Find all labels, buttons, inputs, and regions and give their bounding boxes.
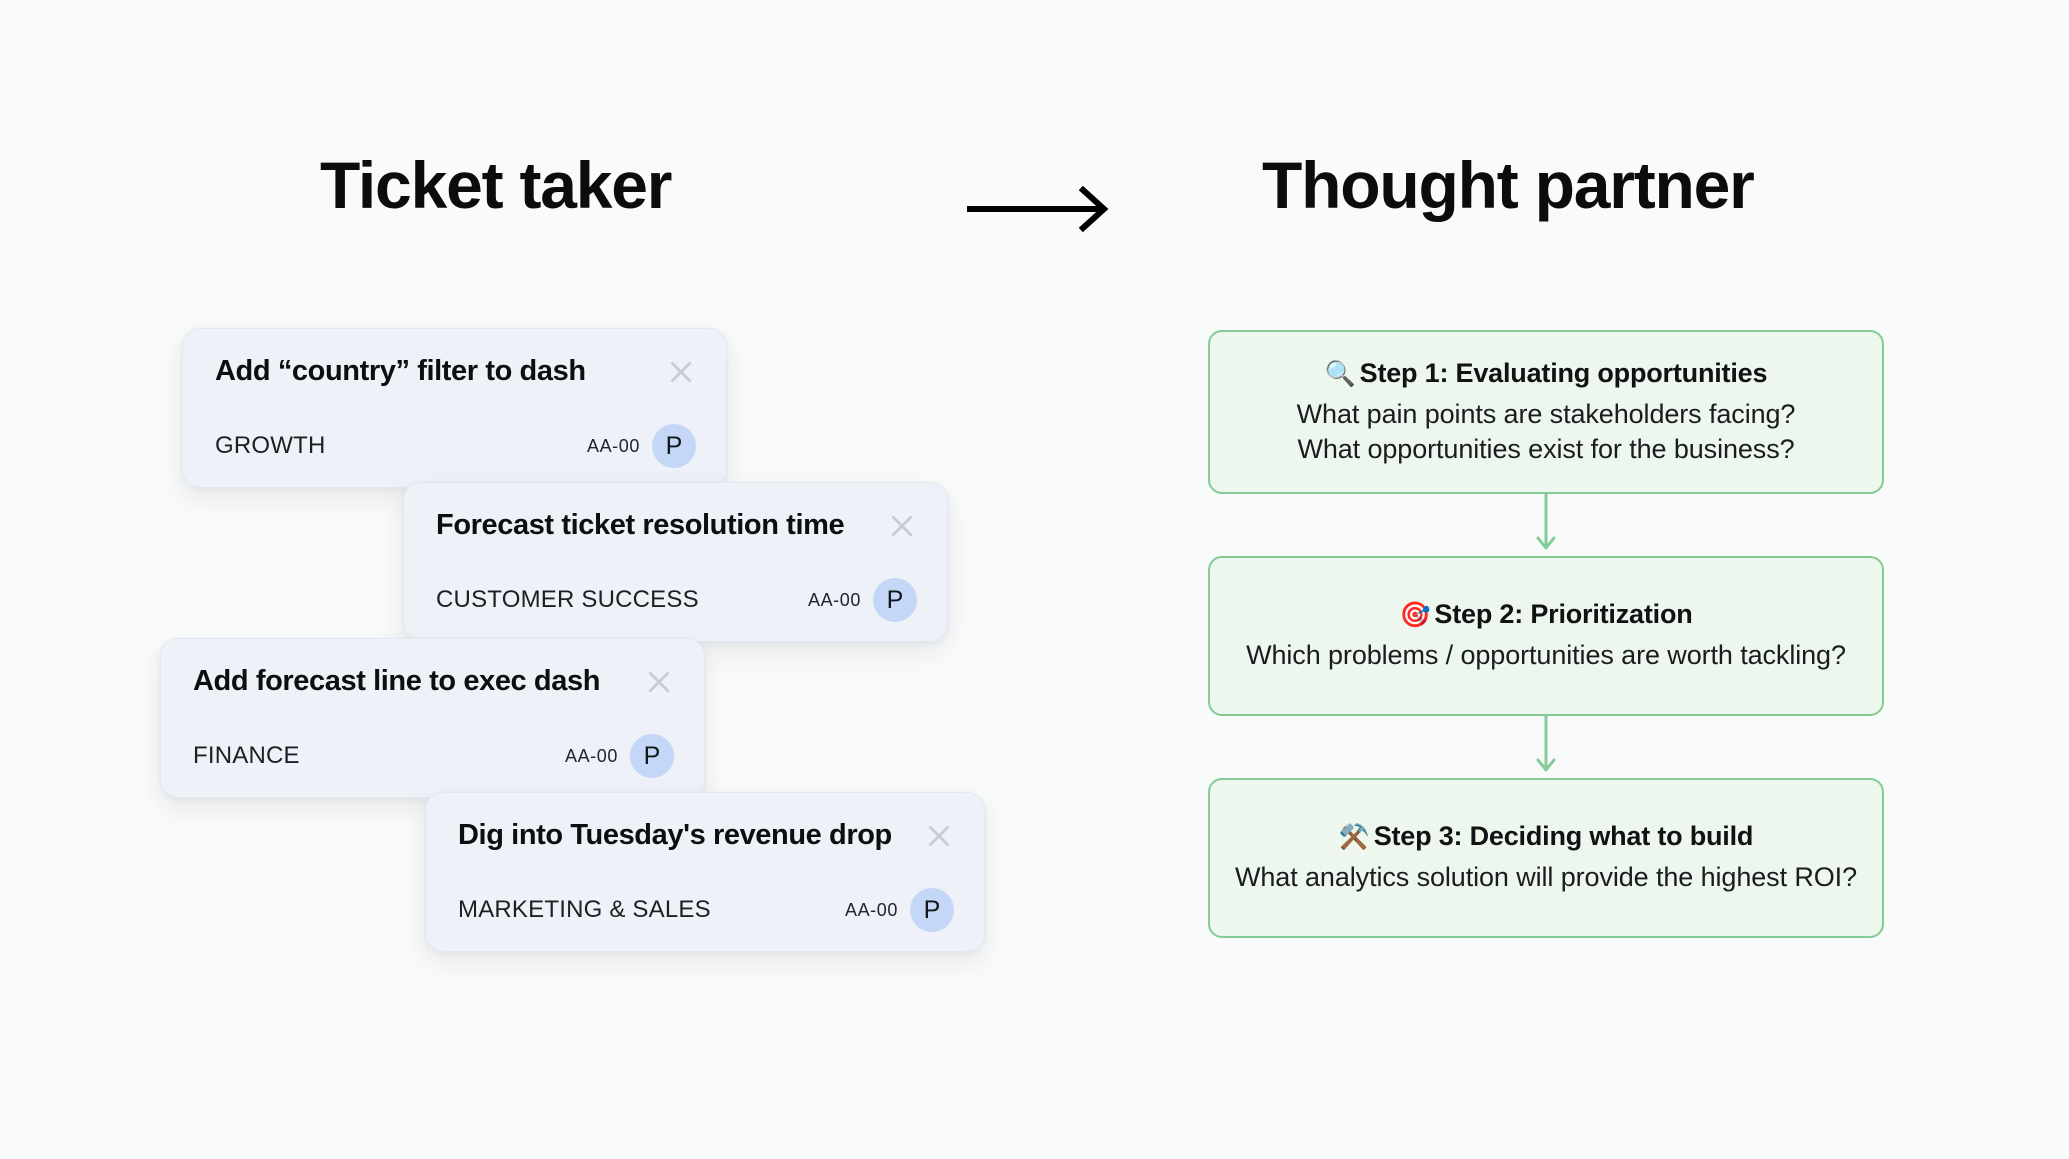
avatar[interactable]: P — [652, 424, 696, 469]
step-title-text: Step 2: Prioritization — [1434, 599, 1693, 630]
page-title-left: Ticket taker — [320, 148, 672, 222]
ticket-card[interactable]: Add “country” filter to dash GROWTH AA-0… — [182, 328, 727, 488]
ticket-title: Forecast ticket resolution time — [436, 509, 845, 541]
ticket-card-footer: CUSTOMER SUCCESS AA-00 P — [436, 578, 917, 623]
step-title-text: Step 3: Deciding what to build — [1373, 821, 1754, 852]
avatar[interactable]: P — [873, 578, 917, 623]
close-icon[interactable] — [666, 357, 696, 387]
ticket-code: AA-00 — [564, 745, 618, 766]
ticket-card-footer: FINANCE AA-00 P — [193, 734, 674, 779]
ticket-card-header: Dig into Tuesday's revenue drop — [458, 819, 954, 852]
direct-hit-icon: 🎯 — [1399, 601, 1431, 630]
ticket-card-footer: GROWTH AA-00 P — [215, 424, 696, 469]
ticket-code: AA-00 — [586, 435, 640, 456]
step-title-1: 🔍Step 1: Evaluating opportunities — [1325, 358, 1768, 389]
ticket-card[interactable]: Forecast ticket resolution time CUSTOMER… — [403, 482, 948, 642]
step-line-2a: Which problems / opportunities are worth… — [1246, 640, 1846, 671]
ticket-meta: AA-00 P — [844, 888, 954, 933]
ticket-category: CUSTOMER SUCCESS — [436, 586, 699, 614]
arrow-down-icon — [1536, 716, 1556, 772]
avatar[interactable]: P — [630, 734, 674, 779]
step-title-text: Step 1: Evaluating opportunities — [1359, 357, 1768, 388]
ticket-card[interactable]: Dig into Tuesday's revenue drop MARKETIN… — [425, 792, 985, 952]
ticket-card-stack: Add “country” filter to dash GROWTH AA-0… — [160, 328, 985, 952]
close-icon[interactable] — [887, 511, 917, 541]
flow-connector-2 — [1208, 716, 1884, 778]
close-icon[interactable] — [924, 821, 954, 851]
step-box-2[interactable]: 🎯Step 2: Prioritization Which problems /… — [1208, 556, 1884, 716]
ticket-card-header: Add “country” filter to dash — [215, 355, 696, 388]
ticket-code: AA-00 — [807, 589, 861, 610]
step-box-1[interactable]: 🔍Step 1: Evaluating opportunities What p… — [1208, 330, 1884, 494]
avatar[interactable]: P — [910, 888, 954, 933]
ticket-meta: AA-00 P — [564, 734, 674, 779]
ticket-meta: AA-00 P — [586, 424, 696, 469]
ticket-card[interactable]: Add forecast line to exec dash FINANCE A… — [160, 638, 705, 798]
ticket-title: Add “country” filter to dash — [215, 355, 586, 387]
flow-connector-1 — [1208, 494, 1884, 556]
step-title-2: 🎯Step 2: Prioritization — [1399, 599, 1692, 630]
ticket-category: FINANCE — [193, 742, 300, 770]
close-icon[interactable] — [644, 667, 674, 697]
ticket-meta: AA-00 P — [807, 578, 917, 623]
arrow-down-icon — [1536, 494, 1556, 550]
step-line-1b: What opportunities exist for the busines… — [1297, 433, 1795, 464]
hammer-and-pick-icon: ⚒️ — [1338, 823, 1370, 852]
ticket-title: Dig into Tuesday's revenue drop — [458, 819, 892, 851]
thought-partner-flow: 🔍Step 1: Evaluating opportunities What p… — [1208, 330, 1888, 938]
ticket-category: MARKETING & SALES — [458, 896, 711, 924]
step-box-3[interactable]: ⚒️Step 3: Deciding what to build What an… — [1208, 778, 1884, 938]
step-line-3a: What analytics solution will provide the… — [1235, 862, 1858, 893]
ticket-title: Add forecast line to exec dash — [193, 665, 601, 697]
step-title-3: ⚒️Step 3: Deciding what to build — [1338, 821, 1754, 852]
step-line-1a: What pain points are stakeholders facing… — [1296, 398, 1796, 429]
ticket-card-footer: MARKETING & SALES AA-00 P — [458, 888, 954, 933]
headings-row: Ticket taker Thought partner — [0, 128, 2069, 238]
ticket-category: GROWTH — [215, 432, 326, 460]
arrow-right-icon — [967, 186, 1109, 232]
ticket-card-header: Forecast ticket resolution time — [436, 509, 917, 542]
page-title-right: Thought partner — [1262, 148, 1755, 222]
ticket-card-header: Add forecast line to exec dash — [193, 665, 674, 698]
ticket-code: AA-00 — [844, 899, 898, 920]
magnifying-glass-icon: 🔍 — [1324, 359, 1356, 388]
